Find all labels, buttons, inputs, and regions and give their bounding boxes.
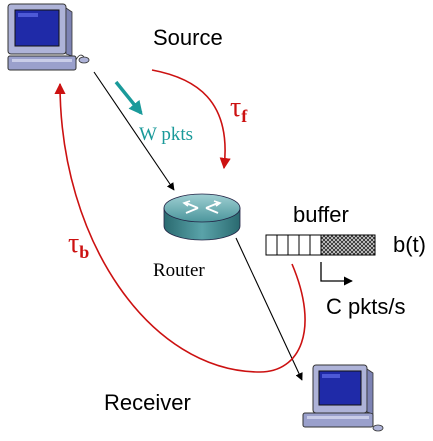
path-router-receiver bbox=[235, 237, 303, 381]
buffer-queue bbox=[265, 234, 376, 256]
receiver-computer-icon bbox=[302, 364, 384, 432]
window-arrow bbox=[114, 80, 143, 116]
window-label: W pkts bbox=[139, 124, 193, 145]
forward-delay-arrow bbox=[151, 69, 231, 170]
router-label: Router bbox=[153, 260, 205, 281]
source-label: Source bbox=[153, 25, 223, 50]
source-computer-icon bbox=[7, 3, 90, 71]
backward-delay-label: τb bbox=[68, 228, 89, 262]
capacity-label: C pkts/s bbox=[326, 294, 405, 319]
receiver-label: Receiver bbox=[104, 390, 191, 415]
buffer-label: buffer bbox=[293, 202, 349, 227]
router-icon bbox=[163, 193, 241, 241]
capacity-arrow bbox=[320, 262, 353, 286]
forward-delay-label: τf bbox=[230, 92, 248, 126]
buffer-filled-region bbox=[320, 234, 376, 256]
path-source-router bbox=[93, 71, 175, 191]
backward-delay-arrow bbox=[54, 82, 306, 373]
buffer-level-label: b(t) bbox=[393, 232, 426, 257]
